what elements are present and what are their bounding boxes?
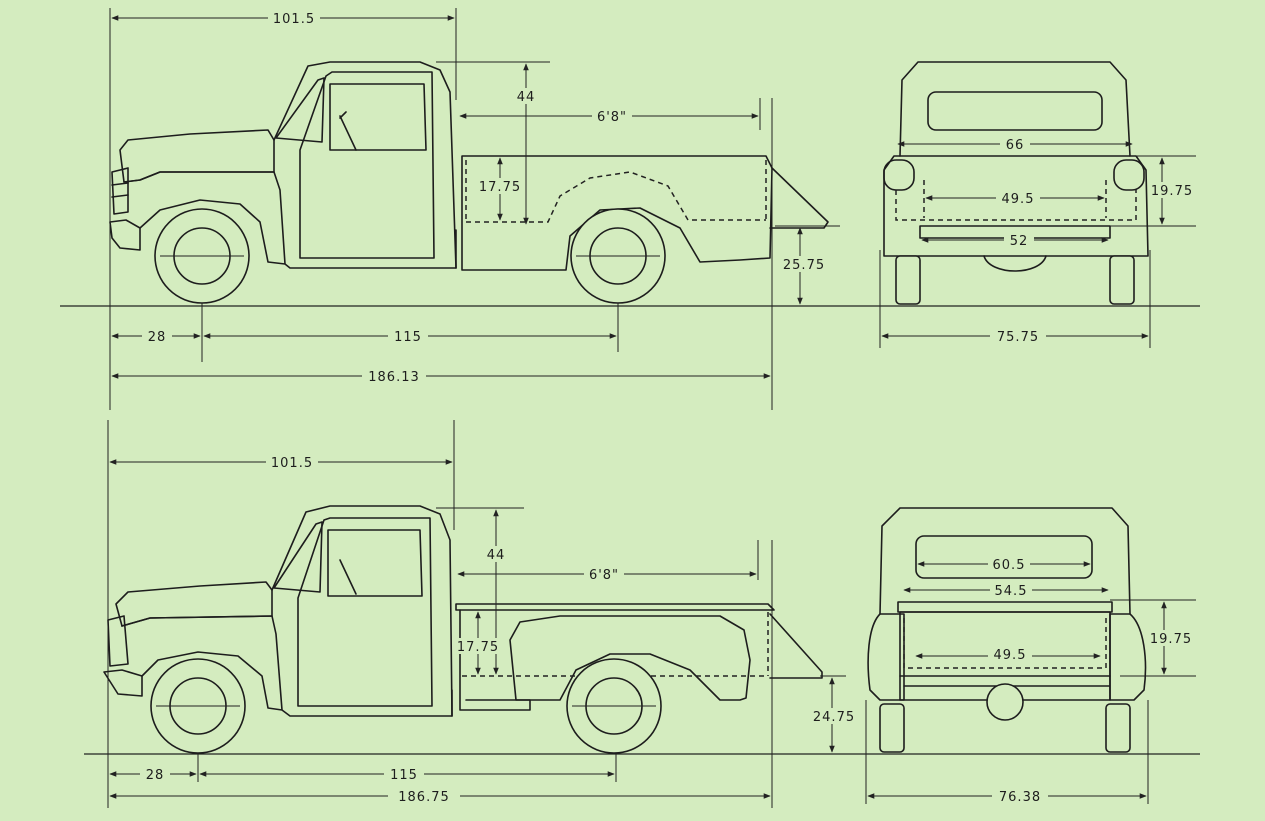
dim-front-overhang: 28 xyxy=(148,330,167,345)
door-outline-bottom xyxy=(297,517,433,707)
door-outline xyxy=(299,71,435,259)
dim-rear-bed-depth: 19.75 xyxy=(1151,184,1193,199)
dim-rear-wheel-well: 52 xyxy=(1010,234,1029,249)
dim-tailgate-height: 25.75 xyxy=(783,258,825,273)
tailgate-top xyxy=(897,601,1113,613)
dim-bed-depth-bottom: 17.75 xyxy=(457,640,499,655)
bed-rail xyxy=(455,603,775,611)
rear-window xyxy=(927,91,1103,131)
steering-wheel-bottom xyxy=(339,559,357,595)
dim-tailgate-height-bottom: 24.75 xyxy=(813,710,855,725)
cab-outline xyxy=(273,61,457,269)
dim-bed-depth: 17.75 xyxy=(479,180,521,195)
dim-rear-overall-width-bottom: 76.38 xyxy=(999,790,1041,805)
bottom-side-view: 101.5 44 6'8" 17.75 24.75 28 115 186.75 xyxy=(84,420,1200,808)
rear-window-bottom xyxy=(915,535,1093,579)
dim-rear-inner-width: 49.5 xyxy=(1002,192,1035,207)
dim-rear-bed-depth-bottom: 19.75 xyxy=(1150,632,1192,647)
dim-front-to-cab: 101.5 xyxy=(273,12,315,27)
tire-left-bottom xyxy=(879,703,905,753)
rear-body xyxy=(883,155,1149,257)
windshield xyxy=(275,77,325,143)
front-fender-bottom xyxy=(121,615,453,717)
rear-fender-bottom xyxy=(509,615,751,701)
dim-overall-length: 186.13 xyxy=(368,370,420,385)
hood-outline-bottom xyxy=(115,581,273,627)
dim-rear-inner-width-bottom: 49.5 xyxy=(994,648,1027,663)
dim-wheelbase-bottom: 115 xyxy=(390,768,418,783)
front-bumper-bottom xyxy=(103,669,143,697)
front-bumper xyxy=(109,219,141,251)
tailgate-open-bottom xyxy=(769,613,823,679)
dim-wheelbase: 115 xyxy=(394,330,422,345)
dim-rear-bed-width-bottom: 54.5 xyxy=(995,584,1028,599)
differential xyxy=(983,255,1047,272)
dim-front-to-cab-bottom: 101.5 xyxy=(271,456,313,471)
bed-floor xyxy=(466,171,766,223)
front-fender xyxy=(123,171,457,269)
rear-fender-right xyxy=(1109,613,1147,701)
bottom-rear-view: 60.5 54.5 49.5 19.75 76.38 xyxy=(865,507,1196,805)
tail-light-left xyxy=(883,159,915,191)
tailgate-body xyxy=(899,611,1111,677)
top-rear-view: 66 49.5 52 19.75 75.75 xyxy=(879,61,1196,348)
steering-wheel xyxy=(339,111,357,151)
cab-roof-rear-bottom xyxy=(879,507,1131,615)
cab-roof-rear xyxy=(899,61,1131,157)
dim-rear-bed-width: 66 xyxy=(1006,138,1025,153)
top-side-view: 101.5 44 6'8" 17.75 25.75 28 115 186.13 xyxy=(60,8,1200,410)
tail-light-right xyxy=(1113,159,1145,191)
hood-outline xyxy=(119,129,275,183)
dim-overall-length-bottom: 186.75 xyxy=(398,790,450,805)
bed-side xyxy=(459,609,531,711)
side-window-bottom xyxy=(327,529,423,597)
cab-outline-bottom xyxy=(271,505,453,717)
dim-cab-height-bottom: 44 xyxy=(487,548,506,563)
windshield-bottom xyxy=(273,521,323,593)
dim-front-overhang-bottom: 28 xyxy=(146,768,165,783)
front-grille-bottom xyxy=(107,615,129,667)
tire-right xyxy=(1109,255,1135,305)
tire-right-bottom xyxy=(1105,703,1131,753)
side-window xyxy=(329,83,427,151)
tailgate-open xyxy=(769,167,829,229)
dim-rear-overall-width: 75.75 xyxy=(997,330,1039,345)
rear-fender-left xyxy=(867,613,905,701)
dim-cab-height: 44 xyxy=(517,90,536,105)
tire-left xyxy=(895,255,921,305)
differential-bottom xyxy=(986,683,1024,721)
dim-rear-window-width: 60.5 xyxy=(993,558,1026,573)
dim-bed-length-bottom: 6'8" xyxy=(589,568,619,583)
front-grille xyxy=(111,167,129,215)
dim-bed-length: 6'8" xyxy=(597,110,627,125)
